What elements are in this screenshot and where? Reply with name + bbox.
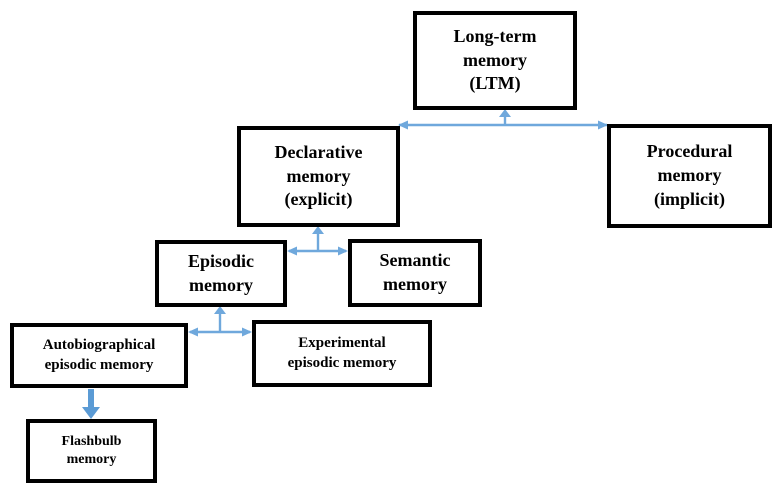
node-experimental-episodic-memory: Experimental episodic memory bbox=[252, 320, 432, 387]
connector-declarative-branch bbox=[287, 226, 348, 256]
arrowhead-into-ltm bbox=[499, 109, 511, 117]
node-episodic-memory: Episodic memory bbox=[155, 240, 287, 307]
connector-episodic-branch bbox=[188, 306, 252, 337]
node-declarative-memory: Declarative memory (explicit) bbox=[237, 126, 400, 227]
arrowhead-into-flashbulb bbox=[82, 407, 100, 419]
connector-ltm-branch bbox=[398, 109, 608, 130]
node-flashbulb-memory: Flashbulb memory bbox=[26, 419, 157, 483]
node-procedural-memory: Procedural memory (implicit) bbox=[607, 124, 772, 228]
node-semantic-memory: Semantic memory bbox=[348, 239, 482, 307]
arrowhead-into-episodic bbox=[287, 246, 297, 256]
node-long-term-memory: Long-term memory (LTM) bbox=[413, 11, 577, 110]
arrowhead-into-semantic bbox=[338, 246, 348, 256]
arrowhead-into-episodic-bottom bbox=[214, 306, 226, 314]
arrowhead-into-experimental bbox=[242, 327, 252, 337]
arrowhead-into-declarative-bottom bbox=[312, 226, 324, 234]
arrow-autobiographical-to-flashbulb bbox=[82, 389, 100, 419]
arrowhead-into-autobiographical bbox=[188, 327, 198, 337]
node-autobiographical-episodic-memory: Autobiographical episodic memory bbox=[10, 323, 188, 388]
